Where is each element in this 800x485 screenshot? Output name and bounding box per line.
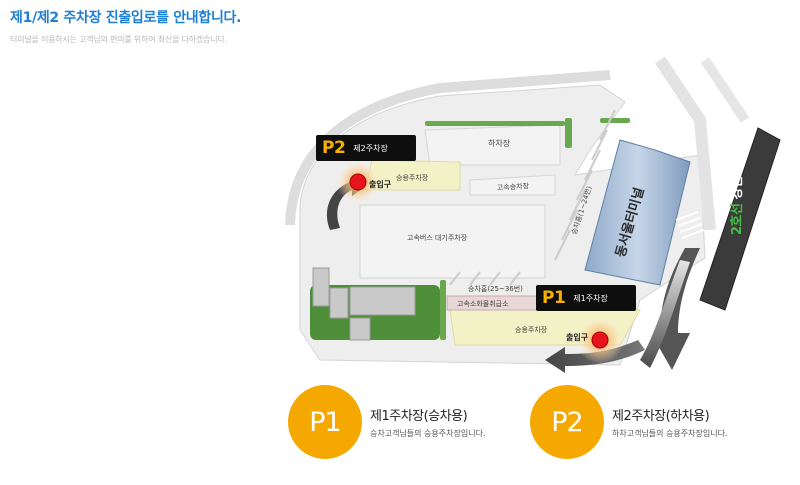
label-passenger-parking-bottom: 승용주차장 <box>515 325 548 334</box>
entry-arrow <box>640 260 690 368</box>
terminal-building <box>584 139 691 286</box>
legend-p1: P1 제1주차장(승차용) 승차고객님들의 승용주차장입니다. <box>288 385 486 459</box>
legend-p2: P2 제2주차장(하차용) 하차고객님들의 승용주차장입니다. <box>530 385 728 459</box>
road-far-east <box>700 57 750 123</box>
page-subtitle: 터미널을 이용하시는 고객님의 편의를 위하여 최선을 다하겠습니다. <box>10 35 227 44</box>
station-name: 강변역 <box>730 165 745 200</box>
label-express-boarding: 고속승차장 <box>497 181 530 192</box>
legend-p1-desc: 승차고객님들의 승용주차장입니다. <box>370 429 486 438</box>
label-entrance-p2: 출입구 <box>369 179 392 189</box>
station-label: 2호선 강변역 <box>726 165 745 235</box>
lots <box>359 124 561 279</box>
label-platform-25-36: 승차홈(25~36번) <box>468 284 523 293</box>
callout-p2-label: 제2주차장 <box>353 143 388 153</box>
road-east <box>655 56 716 231</box>
legend-p1-badge: P1 <box>288 385 362 459</box>
station-building <box>699 127 781 311</box>
label-express-parcel: 고속소화물취급소 <box>457 300 509 308</box>
legend-p2-desc: 하차고객님들의 승용주차장입니다. <box>612 429 728 438</box>
legend-p1-title: 제1주차장(승차용) <box>370 409 468 424</box>
crosswalk <box>675 211 705 239</box>
callout-p2-tag: P2 <box>322 138 346 158</box>
p2-entrance-dot <box>349 173 367 191</box>
buildings <box>312 267 416 341</box>
callout-p1-tag: P1 <box>542 288 566 308</box>
label-entrance-p1: 출입구 <box>566 332 589 342</box>
legend-p2-title: 제2주차장(하차용) <box>612 409 710 424</box>
page-title: 제1/제2 주차장 진출입로를 안내합니다. <box>10 10 242 26</box>
p1-entrance-dot <box>591 331 609 349</box>
bus-bays <box>449 109 616 286</box>
callout-p1-label: 제1주차장 <box>573 293 608 303</box>
road-outer <box>285 70 611 226</box>
exit-arrow-right <box>652 248 700 370</box>
legend-p2-badge: P2 <box>530 385 604 459</box>
callout-p1: P1 제1주차장 <box>536 285 636 311</box>
label-drop-off: 하차장 <box>488 138 511 148</box>
callout-p2: P2 제2주차장 <box>316 135 416 161</box>
label-express-bus-waiting: 고속버스 대기주차장 <box>407 233 468 242</box>
station-line: 2호선 <box>730 203 745 235</box>
label-passenger-parking-top: 승용주차장 <box>396 173 429 182</box>
